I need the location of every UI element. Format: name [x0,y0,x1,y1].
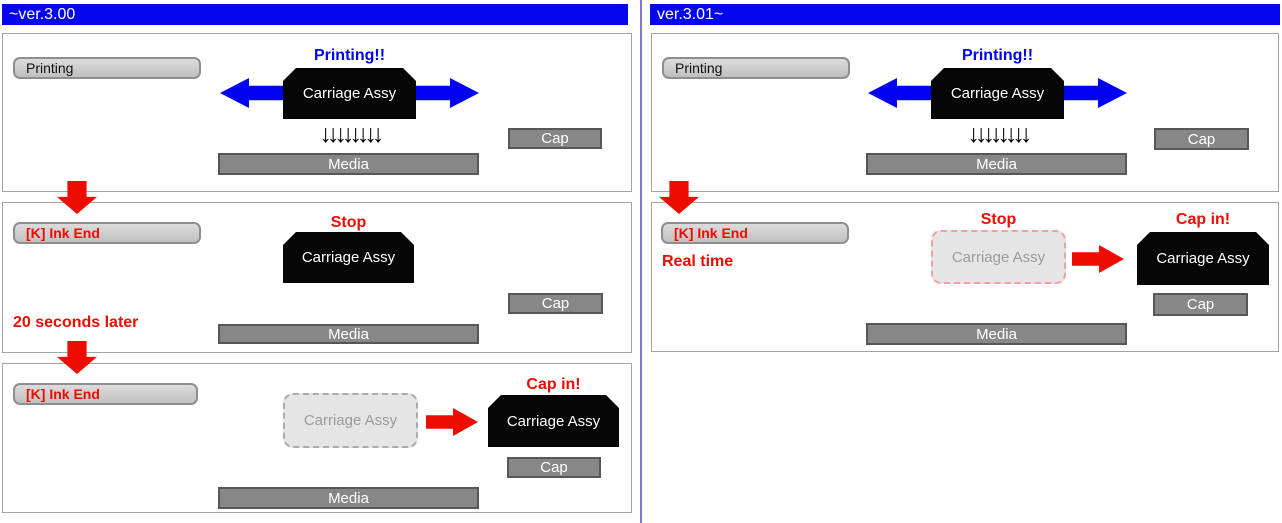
blue-left-arrow-icon [220,78,283,108]
carriage-assy-box: Carriage Assy [488,395,619,447]
right-panel-printing: Printing Printing!! Carriage Assy ↓↓↓↓↓↓… [651,33,1279,192]
media-bar: Media [218,487,479,509]
red-right-arrow-icon [426,408,478,436]
media-bar: Media [866,323,1127,345]
printing-caption: Printing!! [961,47,1034,64]
column-divider [640,0,642,523]
cap-in-caption: Cap in! [1175,211,1231,228]
carriage-assy-box: Carriage Assy [283,232,414,283]
status-label: Printing [662,57,850,79]
printing-caption: Printing!! [313,47,386,64]
ghost-carriage-box: Carriage Assy [931,230,1066,284]
carriage-assy-box: Carriage Assy [931,68,1064,119]
version-header-right: ver.3.01~ [650,4,1280,25]
real-time-note: Real time [662,253,734,270]
status-label: [K] Ink End [661,222,849,244]
delay-note: 20 seconds later [13,314,139,331]
status-label: Printing [13,57,201,79]
red-right-arrow-icon [1072,245,1124,273]
carriage-assy-box: Carriage Assy [283,68,416,119]
blue-left-arrow-icon [868,78,931,108]
cap-box: Cap [508,128,602,149]
blue-right-arrow-icon [1064,78,1127,108]
left-panel-cap-in: [K] Ink End Carriage Assy Cap in! Carria… [2,363,632,513]
left-panel-printing: Printing Printing!! Carriage Assy ↓↓↓↓↓↓… [2,33,632,192]
cap-box: Cap [1153,293,1248,316]
stop-caption: Stop [980,211,1017,228]
cap-box: Cap [508,293,603,314]
stop-caption: Stop [330,214,367,231]
media-bar: Media [866,153,1127,175]
carriage-assy-box: Carriage Assy [1137,232,1269,285]
media-bar: Media [218,153,479,175]
cap-box: Cap [1154,128,1249,150]
status-label: [K] Ink End [13,383,198,405]
right-panel-ink-end-cap-in: [K] Ink End Real time Stop Carriage Assy… [651,202,1279,352]
left-panel-ink-end-stop: [K] Ink End Stop Carriage Assy Cap 20 se… [2,202,632,353]
status-label: [K] Ink End [13,222,201,244]
version-header-left: ~ver.3.00 [2,4,628,25]
cap-in-caption: Cap in! [526,376,581,393]
ink-ejection-arrows-icon: ↓↓↓↓↓↓↓↓ [967,120,1033,148]
blue-right-arrow-icon [416,78,479,108]
ghost-carriage-box: Carriage Assy [283,393,418,448]
cap-box: Cap [507,457,601,478]
media-bar: Media [218,324,479,344]
ink-ejection-arrows-icon: ↓↓↓↓↓↓↓↓ [319,120,385,148]
